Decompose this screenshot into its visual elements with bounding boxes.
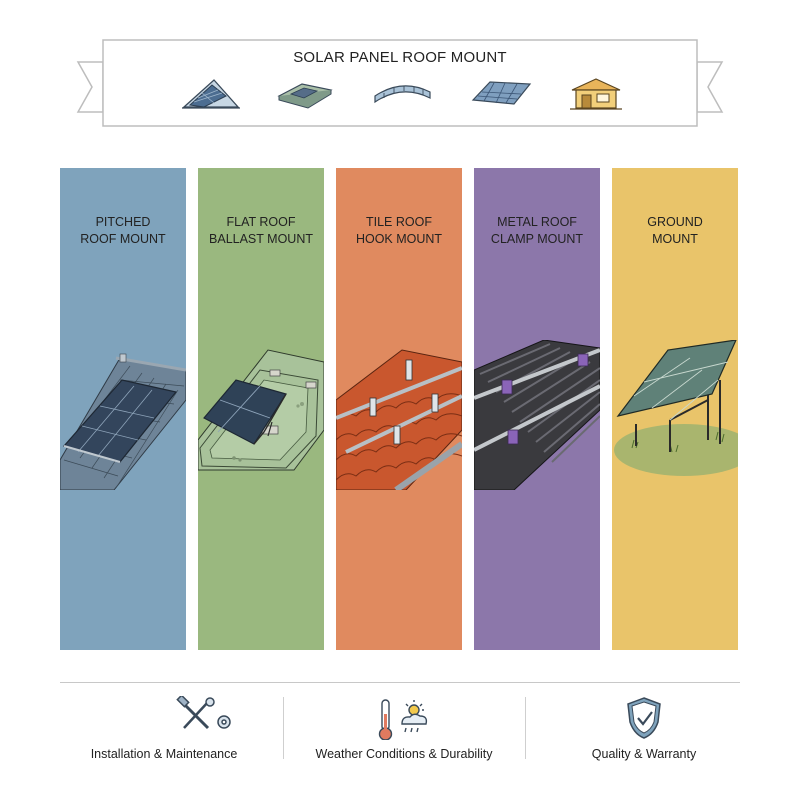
- footer-label: Quality & Warranty: [591, 747, 697, 761]
- column-pitched-roof-mount: PITCHED ROOF MOUNT: [60, 168, 186, 650]
- footer-label: Installation & Maintenance: [90, 747, 238, 761]
- banner-icon-row: [0, 76, 800, 116]
- footer-item-quality: Quality & Warranty: [524, 696, 764, 772]
- footer-divider: [60, 682, 740, 683]
- tile-roof-illustration: [336, 349, 462, 490]
- column-title: METAL ROOF CLAMP MOUNT: [474, 214, 600, 248]
- column-title-line1: PITCHED: [95, 215, 151, 229]
- column-title-line2: CLAMP MOUNT: [490, 232, 584, 246]
- ground-house-icon: [570, 78, 622, 110]
- thermometer-weather-icon: [378, 699, 428, 740]
- footer-item-weather: Weather Conditions & Durability: [284, 696, 524, 772]
- column-title: GROUND MOUNT: [612, 214, 738, 248]
- metal-roof-icon: [471, 81, 532, 105]
- footer-separator: [283, 697, 284, 759]
- tools-gear-icon: [176, 696, 231, 730]
- column-title: FLAT ROOF BALLAST MOUNT: [198, 214, 324, 248]
- column-title-line1: GROUND: [647, 215, 703, 229]
- column-title-line2: HOOK MOUNT: [355, 232, 443, 246]
- curved-roof-icon: [374, 85, 431, 104]
- flat-roof-icon: [277, 83, 333, 109]
- ground-mount-illustration: [614, 340, 738, 476]
- pitched-roof-icon: [182, 79, 240, 109]
- flat-roof-illustration: [198, 349, 324, 471]
- metal-roof-illustration: [474, 340, 600, 490]
- pitched-roof-illustration: [60, 353, 186, 490]
- column-title-line2: BALLAST MOUNT: [209, 232, 313, 246]
- column-title-line1: METAL ROOF: [497, 215, 577, 229]
- footer-separator: [525, 697, 526, 759]
- column-metal-roof-clamp-mount: METAL ROOF CLAMP MOUNT: [474, 168, 600, 650]
- column-flat-roof-ballast-mount: FLAT ROOF BALLAST MOUNT: [198, 168, 324, 650]
- banner-title: SOLAR PANEL ROOF MOUNT: [293, 49, 507, 66]
- title-banner: [76, 39, 724, 127]
- column-title-line1: FLAT ROOF: [226, 215, 296, 229]
- column-title-line2: MOUNT: [652, 232, 698, 246]
- column-ground-mount: GROUND MOUNT: [612, 168, 738, 650]
- column-tile-roof-hook-mount: TILE ROOF HOOK MOUNT: [336, 168, 462, 650]
- footer-label: Weather Conditions & Durability: [315, 747, 493, 761]
- column-title-line1: TILE ROOF: [366, 215, 432, 229]
- shield-check-icon: [627, 697, 661, 739]
- footer-item-installation: Installation & Maintenance: [44, 696, 284, 772]
- column-title-line2: ROOF MOUNT: [80, 232, 166, 246]
- column-title: PITCHED ROOF MOUNT: [60, 214, 186, 248]
- column-title: TILE ROOF HOOK MOUNT: [336, 214, 462, 248]
